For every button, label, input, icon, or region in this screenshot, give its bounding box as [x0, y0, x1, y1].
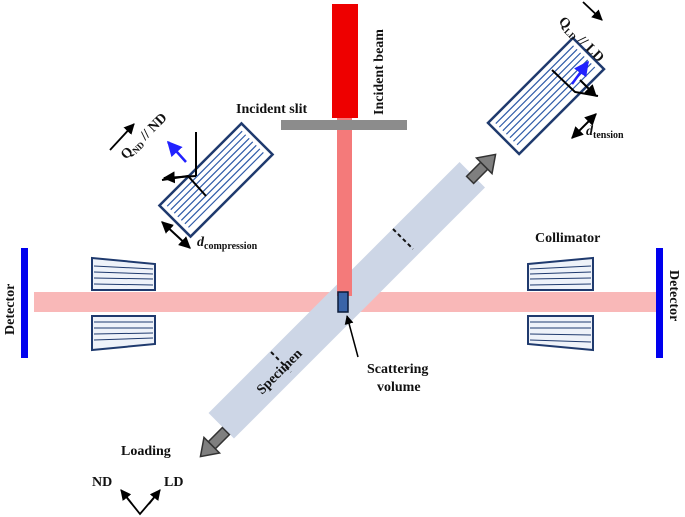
collimator-left	[91, 256, 156, 352]
scattering-volume-pointer	[344, 315, 359, 358]
incident-beam	[332, 4, 358, 118]
detector-left-label: Detector	[3, 284, 18, 335]
scattering-volume-label-line1: Scattering	[367, 362, 428, 377]
detector-right	[656, 248, 663, 358]
d-tension-arrow	[571, 113, 597, 139]
q-ld-direction-arrow	[582, 1, 603, 21]
nd-axis-label: ND	[92, 475, 112, 490]
nd-axis-arrow	[120, 489, 133, 505]
specimen-gauge-mark-upper	[392, 228, 414, 250]
specimen-gauge-mark-lower	[270, 351, 292, 373]
q-nd-direction-arrow	[109, 123, 135, 151]
ld-axis-arrow	[148, 489, 161, 505]
scattering-volume-label-line2: volume	[377, 380, 421, 395]
incident-slit	[281, 120, 407, 130]
d-tension-label: dtension	[586, 124, 624, 141]
detector-right-label: Detector	[666, 270, 681, 321]
tension-incident-ray	[579, 79, 597, 97]
d-compression-label: dcompression	[197, 235, 258, 252]
d-compression-arrow	[161, 221, 191, 249]
compression-diffracted-ray	[162, 171, 197, 184]
loading-arrow-upper	[465, 153, 497, 185]
incident-beam-lower	[337, 118, 352, 296]
q-ld-arrow	[570, 60, 590, 85]
grating-compression	[157, 121, 275, 239]
loading-label: Loading	[121, 444, 171, 459]
incident-slit-label: Incident slit	[236, 102, 308, 117]
q-nd-label: QND // ND	[118, 111, 171, 164]
loading-arrow-lower	[199, 426, 231, 458]
q-nd-arrow	[166, 140, 187, 163]
scattering-volume-box	[337, 291, 349, 313]
ld-axis-label: LD	[164, 475, 183, 490]
collimator-right	[527, 256, 594, 352]
collimator-label: Collimator	[535, 231, 600, 246]
nd-ld-axes	[123, 493, 158, 516]
incident-beam-label: Incident beam	[372, 29, 387, 115]
detector-left	[21, 248, 28, 358]
